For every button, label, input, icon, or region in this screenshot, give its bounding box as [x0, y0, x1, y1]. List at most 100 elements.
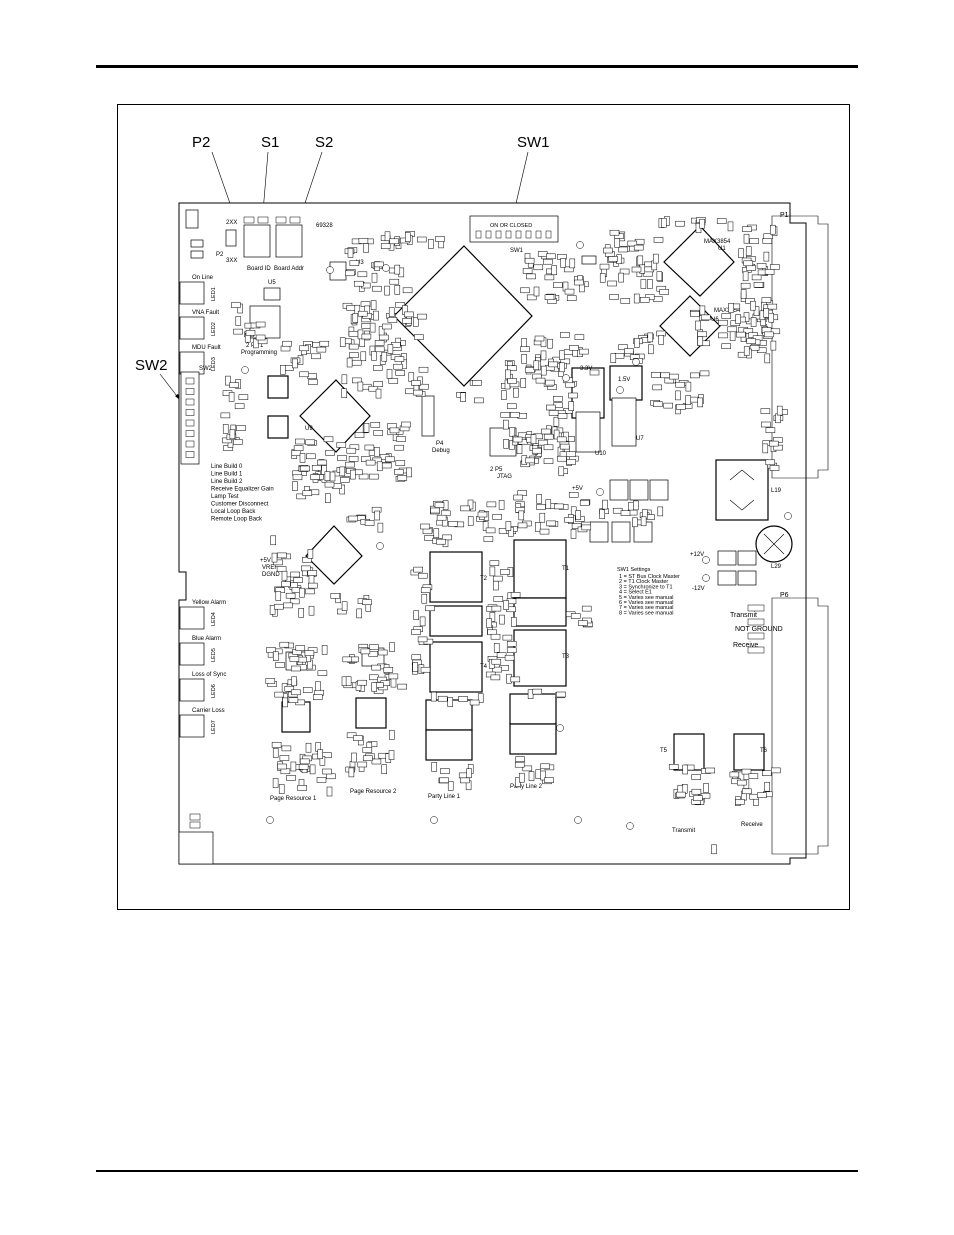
- passive-pad: [727, 221, 734, 232]
- passive-pad: [418, 366, 429, 373]
- passive-pad: [543, 458, 554, 464]
- passive-pad: [337, 455, 347, 461]
- led-body: [179, 714, 205, 738]
- passive-pad: [357, 761, 368, 768]
- passive-pad: [458, 696, 468, 702]
- mounting-area: [178, 831, 214, 865]
- chip-u15: [305, 525, 363, 585]
- passive-pad: [564, 266, 574, 273]
- passive-pad: [281, 581, 291, 587]
- passive-pad: [404, 311, 414, 318]
- p6-transmit: Transmit: [730, 612, 757, 619]
- passive-pad: [516, 444, 523, 454]
- passive-pad: [762, 238, 773, 244]
- callout-sw2: SW2: [135, 357, 168, 374]
- passive-pad: [660, 372, 670, 379]
- passive-pad: [440, 768, 450, 774]
- passive-pad: [371, 351, 377, 361]
- led-body: [179, 678, 205, 702]
- passive-pad: [554, 503, 564, 510]
- passive-pad: [361, 323, 371, 329]
- header-rule: [96, 65, 858, 68]
- sw1-slot: [535, 230, 542, 239]
- sw2-legend-item: Receive Equalizer Gain: [211, 487, 274, 493]
- passive-pad: [373, 430, 383, 436]
- passive-pad: [609, 229, 620, 236]
- passive-pad: [308, 582, 318, 589]
- passive-pad: [608, 256, 618, 262]
- passive-pad: [233, 439, 243, 445]
- passive-pad: [515, 756, 525, 762]
- passive-pad: [286, 775, 296, 781]
- passive-pad: [534, 335, 545, 342]
- passive-pad: [388, 307, 395, 317]
- test-points: [241, 241, 792, 830]
- passive-pad: [675, 390, 681, 401]
- passive-pad: [308, 574, 315, 584]
- passive-pad: [553, 282, 563, 288]
- passive-pad: [553, 416, 560, 427]
- passive-pad: [620, 298, 631, 304]
- sw2-slot: [185, 377, 195, 385]
- passive-pad: [298, 764, 309, 770]
- passive-pad: [581, 605, 592, 612]
- passive-pad: [544, 294, 555, 300]
- passive-pad: [581, 524, 592, 531]
- passive-pad: [536, 504, 546, 510]
- sw2-slot: [185, 409, 195, 416]
- test-point: [574, 816, 582, 824]
- passive-pad: [522, 765, 533, 772]
- passive-pad: [690, 311, 700, 317]
- passive-pad: [547, 338, 553, 349]
- passive-pad: [513, 387, 519, 398]
- passive-pad: [373, 365, 383, 371]
- passive-pad: [272, 748, 279, 758]
- passive-pad: [546, 404, 556, 411]
- passive-pad: [363, 423, 370, 433]
- passive-pad: [510, 592, 521, 598]
- led-body: [179, 642, 205, 666]
- sw2-legend-item: Line Build 1: [211, 472, 243, 478]
- passive-pad: [374, 340, 385, 346]
- passive-pad: [568, 392, 578, 399]
- passive-pad: [369, 473, 379, 480]
- passive-pad: [743, 260, 753, 267]
- passive-pad: [347, 248, 354, 258]
- passive-pad: [266, 647, 276, 653]
- passive-pad: [743, 328, 754, 334]
- passive-pad: [543, 258, 553, 265]
- passive-pad: [345, 676, 352, 686]
- passive-pad: [389, 427, 400, 434]
- passive-pad: [753, 282, 764, 288]
- passive-pad: [291, 689, 301, 696]
- p5v-label: +5V: [572, 486, 583, 492]
- passive-pad: [350, 469, 356, 480]
- transformer-t3: [513, 629, 567, 687]
- passive-pad: [514, 761, 525, 768]
- passive-pad: [703, 783, 709, 793]
- passive-pad: [618, 344, 628, 350]
- passive-pad: [317, 670, 328, 676]
- passive-pad: [413, 610, 419, 620]
- passive-pad: [769, 440, 779, 447]
- cap-c6: [289, 216, 301, 224]
- passive-pad: [530, 434, 537, 444]
- passive-pad: [348, 456, 359, 462]
- passive-pad: [522, 268, 533, 274]
- passive-pad: [304, 650, 315, 656]
- passive-pad: [275, 591, 282, 601]
- passive-pad: [745, 246, 752, 256]
- passive-pad: [558, 466, 565, 477]
- transformer-t4: [429, 641, 483, 693]
- passive-pad: [511, 617, 517, 627]
- passive-pad: [776, 405, 783, 416]
- passive-pad: [700, 314, 711, 321]
- passive-pad: [402, 318, 412, 324]
- passive-pad: [568, 401, 574, 411]
- passive-pad: [274, 603, 284, 610]
- callout-p2: P2: [192, 134, 210, 151]
- passive-pad: [493, 596, 504, 602]
- passive-pad: [389, 642, 395, 652]
- passive-pad: [362, 599, 372, 605]
